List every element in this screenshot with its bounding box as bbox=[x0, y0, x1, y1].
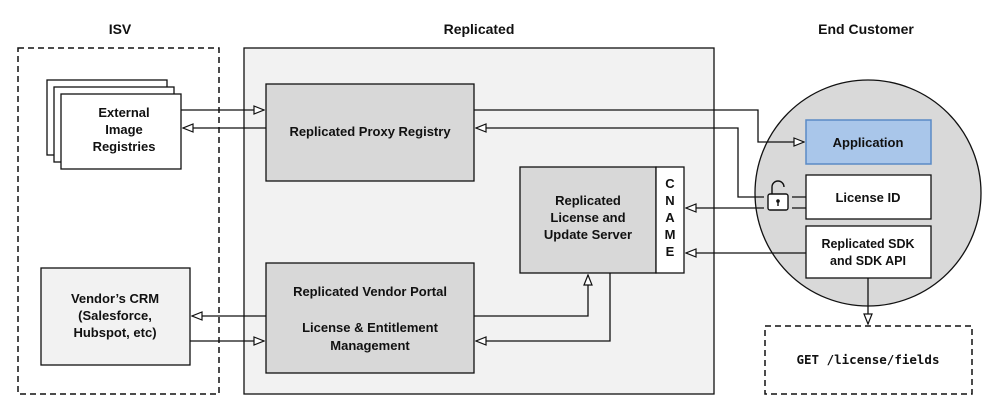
cname-strip: C N A M E bbox=[655, 166, 685, 274]
cname-letter-a: A bbox=[665, 210, 675, 225]
edge-license-server-to-portal bbox=[476, 273, 611, 341]
proxy-registry-label: Replicated Proxy Registry bbox=[289, 124, 451, 139]
vendor-portal-box: Replicated Vendor Portal License & Entit… bbox=[265, 262, 475, 374]
proxy-registry-box: Replicated Proxy Registry bbox=[265, 83, 475, 182]
license-id-box: License ID bbox=[805, 174, 932, 220]
registries-line3: Registries bbox=[93, 139, 156, 154]
edge-portal-to-license-server bbox=[474, 275, 588, 317]
crm-line1: Vendor’s CRM bbox=[71, 291, 159, 306]
license-server-line1: Replicated bbox=[555, 193, 621, 208]
header-end-customer: End Customer bbox=[818, 21, 914, 37]
edge-license-id-to-proxy bbox=[476, 128, 806, 198]
sdk-line1: Replicated SDK bbox=[821, 237, 914, 251]
license-server-line2: License and bbox=[550, 210, 625, 225]
external-image-registries: External Image Registries bbox=[46, 79, 182, 170]
cname-letter-e: E bbox=[666, 244, 675, 259]
api-call-label: GET /license/fields bbox=[797, 352, 940, 367]
registries-line2: Image bbox=[105, 122, 143, 137]
sdk-line2: and SDK API bbox=[830, 254, 906, 268]
application-box: Application bbox=[805, 119, 932, 165]
license-id-label: License ID bbox=[835, 190, 900, 205]
header-replicated: Replicated bbox=[444, 21, 515, 37]
cname-letter-n: N bbox=[665, 193, 674, 208]
vendor-crm-box: Vendor’s CRM (Salesforce, Hubspot, etc) bbox=[40, 267, 191, 366]
crm-line2: (Salesforce, bbox=[78, 308, 152, 323]
cname-letter-m: M bbox=[665, 227, 676, 242]
isv-boundary bbox=[17, 47, 220, 395]
registries-line1: External bbox=[98, 105, 149, 120]
cname-letter-c: C bbox=[665, 176, 675, 191]
sdk-box: Replicated SDK and SDK API bbox=[805, 225, 932, 279]
license-server-line3: Update Server bbox=[544, 227, 632, 242]
header-isv: ISV bbox=[109, 21, 132, 37]
application-label: Application bbox=[833, 135, 904, 150]
license-server-box: Replicated License and Update Server bbox=[519, 166, 657, 274]
edge-proxy-to-application bbox=[474, 109, 804, 142]
crm-line3: Hubspot, etc) bbox=[73, 325, 156, 340]
vendor-portal-line1: Replicated Vendor Portal bbox=[293, 284, 447, 299]
vendor-portal-line2: License & Entitlement bbox=[302, 320, 438, 335]
api-call-box: GET /license/fields bbox=[764, 325, 973, 395]
vendor-portal-line3: Management bbox=[330, 338, 410, 353]
padlock-icon bbox=[767, 180, 789, 211]
